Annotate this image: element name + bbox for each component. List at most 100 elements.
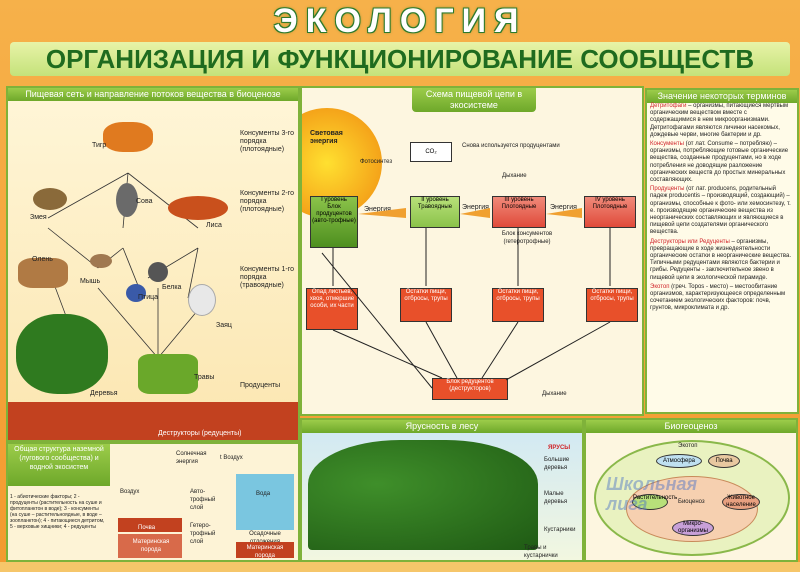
tiger-label: Тигр	[92, 142, 107, 149]
energy-label-3: Энергия	[550, 204, 577, 211]
rock-label: Материнская порода	[132, 539, 170, 553]
owl-label: Сова	[136, 198, 153, 205]
grass-label: Травы	[194, 374, 215, 381]
remains-box-3: Остатки пищи, отбросы, трупы	[492, 288, 544, 322]
foodweb-title: Пищевая сеть и направление потоков вещес…	[8, 88, 298, 101]
term-name: Консументы	[650, 141, 684, 148]
tiger-illustration	[103, 122, 153, 152]
sun-energy-label: Солнечная энергия	[176, 451, 207, 465]
squirrel-illustration	[148, 262, 168, 282]
mouse-illustration	[90, 254, 112, 268]
squirrel-label: Белка	[162, 284, 182, 291]
plants-node: Растительность	[632, 494, 677, 510]
level3-sub: Плотоядные	[501, 204, 537, 210]
hetero-layer-label: Гетеро-трофный слой	[190, 523, 216, 545]
air-label: Воздух	[120, 489, 140, 495]
forest-title: Ярусность в лесу	[302, 420, 582, 433]
structure-panel: Общая структура наземной (лугового сообщ…	[6, 442, 300, 562]
level1-box: I уровень Блок продуцентов (авто-трофные…	[310, 196, 358, 248]
atmosphere-node: Атмосфера	[656, 454, 702, 468]
consumers3-label: Консументы 3-го порядка (плотоядные)	[240, 130, 295, 153]
biocenosis-label: Биоценоз	[678, 499, 705, 505]
micro-node: Микро-организмы	[672, 520, 714, 536]
soil-node: Почва	[708, 454, 740, 468]
forest-panel: Ярусность в лесу ЯРУСЫ Большие деревья М…	[300, 418, 584, 562]
photosynthesis-label: Фотосинтез	[360, 159, 393, 165]
fox-illustration	[168, 196, 228, 220]
trees-label: Деревья	[90, 390, 118, 397]
consumers-block-label: Блок консументов (гетеротрофные)	[501, 231, 553, 245]
remains-box-1: Опад листьев, хвоя, отмершие особи, их ч…	[306, 288, 358, 330]
breath-label: Дыхание	[502, 173, 527, 179]
bird-illustration	[126, 284, 146, 302]
term-text: (от лат. producens, родительный падеж pr…	[650, 186, 791, 236]
tier-shrubs: Кустарники	[544, 527, 576, 533]
scheme-panel: Схема пищевой цепи в экосистеме Световая…	[300, 86, 644, 416]
term-reducers: Деструкторы или Редуценты – организмы, п…	[647, 239, 797, 282]
destructors-label: Деструкторы (редуценты)	[158, 430, 242, 437]
level3-box: III уровень Плотоядные	[492, 196, 546, 228]
level2-box: II уровень Травоядные	[410, 196, 460, 228]
soil-label: Почва	[138, 525, 156, 531]
reuse-label: Снова используется продуцентами	[462, 143, 560, 149]
soil-block	[118, 518, 182, 532]
bird-label: Птица	[138, 294, 159, 301]
animals-node: Животное население	[722, 494, 760, 510]
watermark: Школьная лига	[606, 474, 698, 514]
page-title: ЭКОЛОГИЯ	[273, 2, 527, 40]
snake-illustration	[33, 188, 67, 210]
mouse-label: Мышь	[80, 278, 101, 285]
tiers-label: ЯРУСЫ	[548, 445, 571, 451]
energy-label-2: Энергия	[462, 204, 489, 211]
producers-label: Продуценты	[240, 382, 281, 389]
air2-label: t Воздух	[220, 455, 243, 461]
level4-box: IV уровень Плотоядные	[584, 196, 636, 228]
rock2-label: Материнская порода	[246, 545, 284, 559]
level4-name: IV уровень	[595, 197, 625, 203]
terms-panel: Значение некоторых терминов Детритофаги …	[645, 88, 799, 414]
term-name: Детритофаги	[650, 103, 687, 109]
foodweb-panel: Пищевая сеть и направление потоков вещес…	[6, 86, 300, 442]
biogeo-panel: Биогеоценоз Экотоп Атмосфера Почва Расти…	[584, 418, 798, 562]
scheme-arrows	[321, 208, 611, 389]
term-ecotop: Экотоп (греч. Topos - место) – местообит…	[647, 284, 797, 313]
owl-illustration	[116, 183, 138, 217]
breath2-label: Дыхание	[542, 391, 567, 397]
hare-illustration	[188, 284, 216, 316]
biogeo-title: Биогеоценоз	[586, 420, 796, 433]
level2-sub: Травоядные	[417, 204, 453, 210]
tier-big-trees: Большие деревья	[544, 457, 570, 471]
grass-illustration	[138, 354, 198, 394]
water-area	[236, 474, 294, 530]
remains-box-4: Остатки пищи, отбросы, трупы	[586, 288, 638, 322]
rock2-block	[236, 542, 294, 558]
structure-legend: 1 - абиотические факторы; 2 - продуценты…	[10, 494, 105, 530]
forest-trees	[308, 440, 538, 550]
term-text: (от лат. Consume – потребляю) – организм…	[650, 141, 789, 184]
ecotop-label: Экотоп	[678, 443, 698, 449]
auto-layer-label: Авто-трофный слой	[190, 489, 216, 511]
term-text: – организмы, превращающие в ходе жизнеде…	[650, 238, 792, 281]
consumers2-label: Консументы 2-го порядка (плотоядные)	[240, 190, 295, 213]
scheme-title: Схема пищевой цепи в экосистеме	[412, 88, 536, 112]
light-energy-label: Световая энергия	[310, 130, 343, 145]
term-consumers: Консументы (от лат. Consume – потребляю)…	[647, 141, 797, 184]
rock-block	[118, 534, 182, 558]
level4-sub: Плотоядные	[592, 204, 628, 210]
hare-label: Заяц	[216, 322, 232, 329]
term-name: Экотоп	[650, 283, 670, 290]
consumers1-label: Консументы 1-го порядка (травоядные)	[240, 266, 295, 289]
page-subtitle: ОРГАНИЗАЦИЯ И ФУНКЦИОНИРОВАНИЕ СООБЩЕСТВ	[10, 42, 790, 76]
water-label: Вода	[256, 491, 271, 497]
co2-box: CO₂	[410, 142, 452, 162]
term-name: Деструкторы или Редуценты	[650, 238, 730, 245]
term-producers: Продуценты (от лат. producens, родительн…	[647, 186, 797, 236]
reducers-box: Блок редуцентов (деструкторов)	[432, 378, 508, 400]
deer-label: Олень	[32, 256, 53, 263]
level1-name: I уровень	[321, 197, 347, 203]
snake-label: Змея	[30, 214, 47, 221]
term-text: – организмы, питающиеся мертвым органиче…	[650, 103, 789, 138]
structure-title: Общая структура наземной (лугового сообщ…	[8, 444, 110, 486]
tier-small-trees: Малые деревья	[544, 491, 568, 505]
